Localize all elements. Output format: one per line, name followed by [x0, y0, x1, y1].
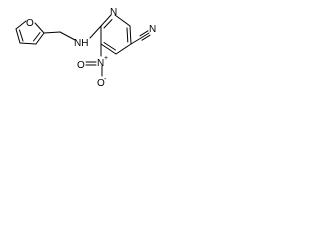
bond-ring-to-amine	[89, 25, 102, 39]
label-nitrile-nitrogen: N	[149, 24, 156, 35]
chemical-structure-diagram: N N O NH N + O - O	[0, 0, 158, 93]
bond-furan-o-c5	[15, 20, 27, 30]
label-furan-oxygen: O	[26, 18, 34, 29]
bond-pyridine-c6-n-inner	[103, 19, 113, 29]
bond-pyridine-c4-c5-inner	[103, 42, 116, 51]
label-ring-nitrogen: N	[110, 7, 117, 18]
bond-pyridine-c6-n	[100, 14, 112, 27]
bond-pyridine-c2-c3	[129, 25, 132, 45]
bond-furan-c4-c3	[19, 42, 37, 45]
label-amine: NH	[74, 38, 88, 49]
bond-pyridine-n-c2	[114, 14, 131, 27]
label-nitro-nitrogen: N	[97, 58, 104, 69]
bond-pyridine-c2-c3-inner	[126, 27, 129, 43]
bond-ring-to-nitrile-carbon	[130, 37, 142, 45]
bond-nitrile-triple-b	[139, 30, 149, 37]
label-nitro-charge-minus: -	[104, 76, 107, 83]
bond-amine-to-methylene	[59, 31, 76, 41]
bond-pyridine-c4-c5	[100, 43, 117, 55]
bond-methylene-to-furan	[43, 31, 61, 34]
label-nitro-charge-plus: +	[104, 55, 108, 62]
bond-furan-c5-c4-inner	[19, 29, 24, 42]
bond-furan-c3-c2	[35, 32, 45, 45]
bond-furan-c2-o	[34, 22, 45, 34]
bond-pyridine-c3-c4	[115, 43, 132, 55]
structure-svg: N N O NH N + O - O	[15, 7, 156, 89]
bond-nitrile-triple-a	[140, 32, 150, 39]
bond-nitrile-triple-c	[141, 34, 151, 41]
label-nitro-oxygen-bottom: O	[97, 78, 105, 89]
label-nitro-oxygen-left: O	[77, 60, 85, 71]
bond-furan-c3-c2-inner	[33, 32, 41, 42]
bond-furan-c5-c4	[15, 28, 21, 44]
